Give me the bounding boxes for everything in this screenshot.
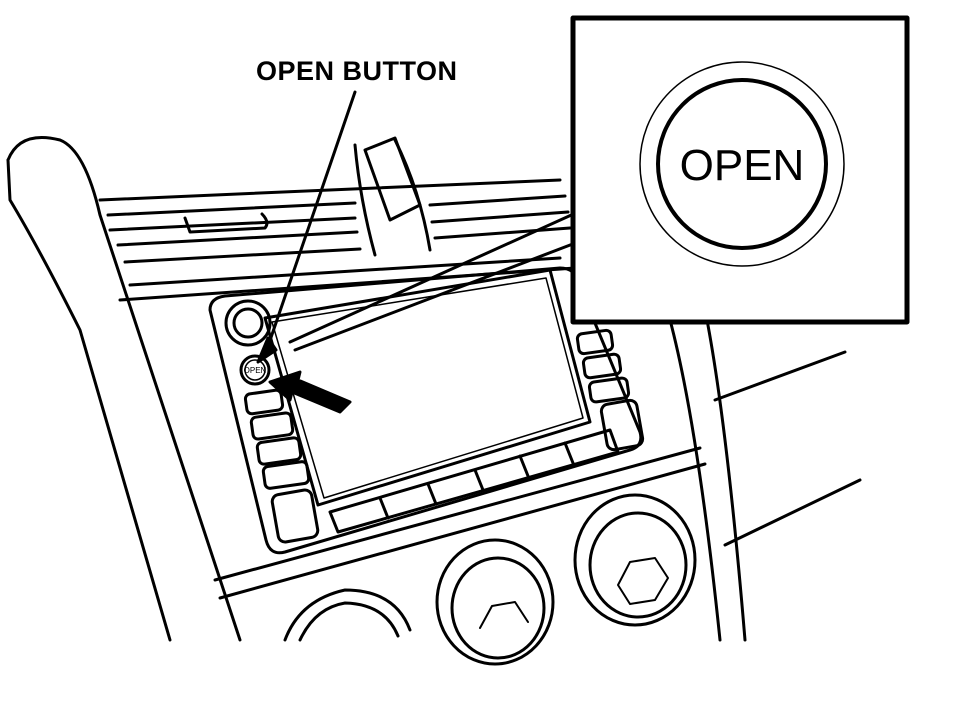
left-pillar <box>6 136 242 642</box>
vent-line-1 <box>108 216 357 232</box>
vent-divider-1 <box>353 143 377 257</box>
right-button-large <box>599 398 645 452</box>
volume-knob <box>224 299 272 347</box>
bottom-buttons <box>328 428 620 534</box>
leader-line <box>263 90 357 357</box>
upper-trim <box>98 178 562 202</box>
vent-tab <box>183 212 269 234</box>
unit-open-button <box>239 354 271 386</box>
climate-knob-right <box>573 493 697 627</box>
lower-panel-top-2 <box>218 462 707 600</box>
screen-inner <box>271 277 584 499</box>
left-button-3 <box>255 436 303 466</box>
pointer-arrow <box>268 370 352 414</box>
lower-panel-top <box>213 446 702 582</box>
right-button-1 <box>575 328 615 356</box>
zoom-connector-top <box>288 210 580 344</box>
vent-line-3 <box>123 247 362 264</box>
callout-title: OPEN BUTTON <box>256 56 458 86</box>
vent-right-2 <box>430 210 570 224</box>
zoom-open-label: OPEN <box>680 141 805 190</box>
zoom-connector-bottom <box>293 240 580 352</box>
left-button-1 <box>243 388 285 416</box>
vent-right-1 <box>428 194 567 207</box>
hazard-block <box>363 136 422 222</box>
vent-line-2 <box>116 230 359 247</box>
unit-open-label: OPEN <box>244 366 267 375</box>
vent-right-3 <box>433 226 572 240</box>
left-button-large <box>270 488 320 544</box>
right-button-3 <box>587 376 631 404</box>
zoom-open-button-ring <box>656 78 828 250</box>
climate-knob-left <box>283 588 412 642</box>
volume-knob-inner <box>232 307 264 339</box>
left-pillar-inner <box>6 158 172 642</box>
right-button-2 <box>581 352 623 380</box>
vent-divider-2 <box>393 138 432 252</box>
leader-arrowhead <box>256 336 278 364</box>
upper-trim-2 <box>106 201 357 217</box>
right-floor-line-2 <box>723 478 862 547</box>
right-floor-line <box>713 350 847 402</box>
bezel-top <box>128 256 562 287</box>
climate-knob-center <box>435 538 555 666</box>
zoom-box <box>570 15 910 325</box>
left-button-4 <box>261 460 311 490</box>
zoom-open-button-outer <box>639 61 845 267</box>
left-button-2 <box>249 411 295 441</box>
